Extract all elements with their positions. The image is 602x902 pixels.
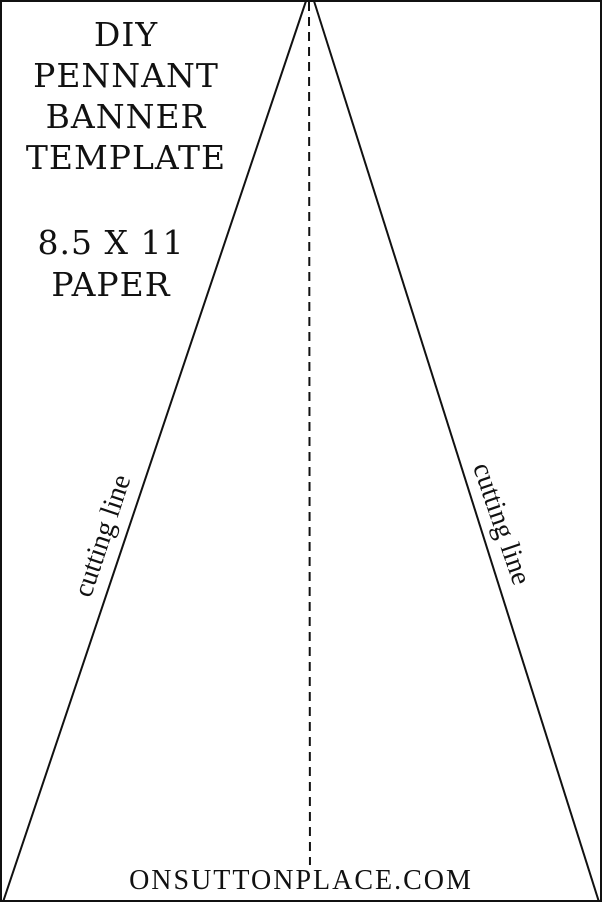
paper-size-line-1: 8.5 X 11 bbox=[37, 223, 185, 262]
title-line-2: PENNANT bbox=[33, 56, 219, 95]
template-title: DIY PENNANT BANNER TEMPLATE bbox=[20, 14, 232, 178]
title-line-3: BANNER bbox=[45, 97, 207, 136]
paper-size-label: 8.5 X 11 PAPER bbox=[22, 222, 200, 306]
title-line-1: DIY bbox=[93, 15, 159, 54]
website-footer: ONSUTTONPLACE.COM bbox=[0, 865, 602, 896]
website-url: ONSUTTONPLACE.COM bbox=[125, 865, 477, 896]
paper-size-line-2: PAPER bbox=[51, 265, 171, 304]
right-cutting-line bbox=[313, 0, 600, 902]
center-fold-line bbox=[308, 1, 311, 902]
left-cutting-line bbox=[2, 0, 307, 902]
title-line-4: TEMPLATE bbox=[25, 138, 227, 177]
